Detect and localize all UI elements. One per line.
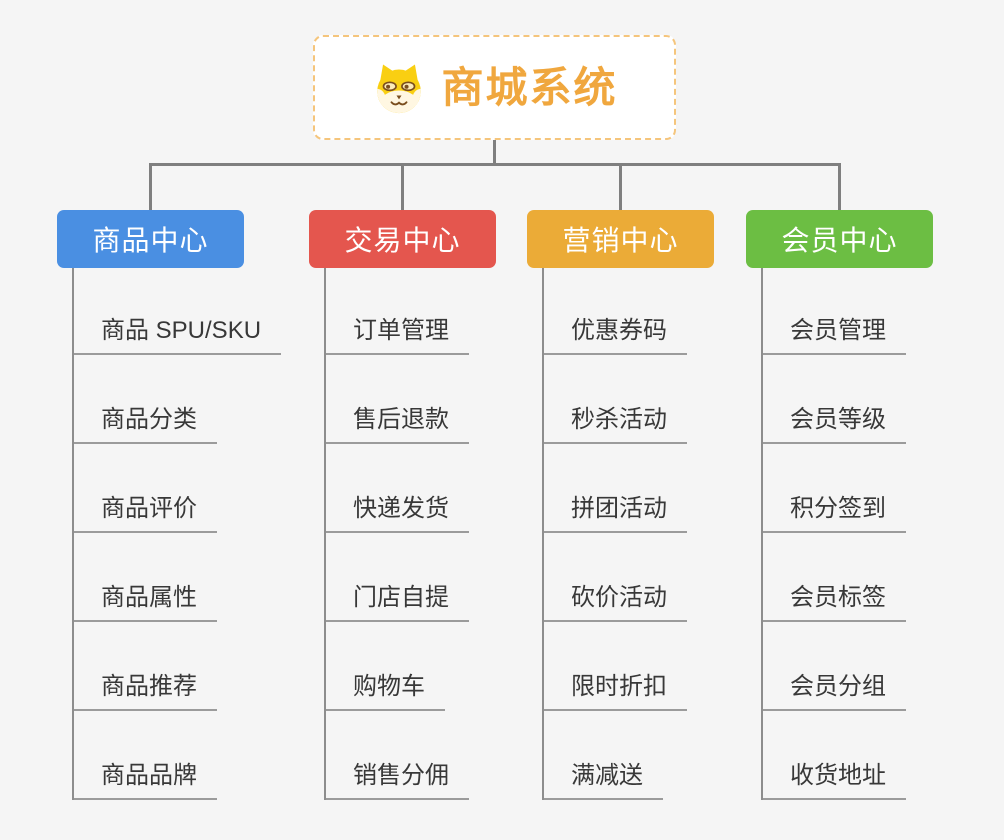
branch-label: 会员中心	[781, 225, 898, 256]
topic-row: 售后退款	[326, 355, 469, 444]
branch-node[interactable]: 营销中心	[527, 210, 714, 268]
branch-node[interactable]: 会员中心	[746, 210, 933, 268]
topic-row: 购物车	[326, 622, 469, 711]
topic-label[interactable]: 积分签到	[763, 495, 906, 533]
topic-label[interactable]: 会员管理	[763, 317, 906, 355]
topic-row: 订单管理	[326, 268, 469, 355]
branch-label: 营销中心	[562, 225, 679, 256]
topic-row: 销售分佣	[326, 711, 469, 800]
topic-label[interactable]: 秒杀活动	[544, 406, 687, 444]
topic-label[interactable]: 商品 SPU/SKU	[74, 317, 282, 355]
connector-drop-branch-3	[838, 163, 841, 210]
topic-label[interactable]: 商品品牌	[74, 762, 217, 800]
topic-row: 门店自提	[326, 533, 469, 622]
branch-node[interactable]: 商品中心	[57, 210, 244, 268]
connector-drop-branch-1	[401, 163, 404, 210]
topic-label[interactable]: 限时折扣	[544, 673, 687, 711]
topic-label[interactable]: 订单管理	[326, 317, 469, 355]
topic-label[interactable]: 会员标签	[763, 584, 906, 622]
topic-row: 商品 SPU/SKU	[74, 268, 282, 355]
branch-label: 交易中心	[344, 225, 461, 256]
topic-row: 秒杀活动	[544, 355, 687, 444]
topic-label[interactable]: 购物车	[326, 673, 445, 711]
topic-label[interactable]: 商品属性	[74, 584, 217, 622]
topic-row: 会员管理	[763, 268, 906, 355]
topic-label[interactable]: 砍价活动	[544, 584, 687, 622]
root-node[interactable]: 商城系统	[313, 35, 676, 140]
root-title: 商城系统	[441, 63, 618, 111]
topic-row: 商品品牌	[74, 711, 281, 800]
topic-label[interactable]: 快递发货	[326, 495, 469, 533]
topic-label[interactable]: 门店自提	[326, 584, 469, 622]
connector-drop-branch-2	[619, 163, 622, 210]
branch-column-0: 商品中心商品 SPU/SKU 商品分类商品评价商品属性商品推荐商品品牌	[57, 210, 282, 800]
topic-label[interactable]: 满减送	[544, 762, 663, 800]
branch-children: 会员管理会员等级积分签到会员标签会员分组收货地址	[761, 268, 906, 800]
topic-label[interactable]: 售后退款	[326, 406, 469, 444]
topic-label[interactable]: 收货地址	[763, 762, 906, 800]
topic-label[interactable]: 会员等级	[763, 406, 906, 444]
topic-row: 商品推荐	[74, 622, 281, 711]
topic-row: 优惠券码	[544, 268, 687, 355]
topic-label[interactable]: 拼团活动	[544, 495, 687, 533]
connector-root-drop	[493, 140, 496, 164]
branch-label: 商品中心	[92, 225, 209, 256]
topic-row: 限时折扣	[544, 622, 687, 711]
connector-horizontal-rail	[149, 163, 841, 166]
topic-label[interactable]: 商品分类	[74, 406, 217, 444]
topic-row: 拼团活动	[544, 444, 687, 533]
topic-label[interactable]: 商品评价	[74, 495, 217, 533]
branch-node[interactable]: 交易中心	[309, 210, 496, 268]
dog-face-icon	[371, 62, 427, 114]
branch-column-1: 交易中心订单管理售后退款快递发货门店自提购物车销售分佣	[309, 210, 496, 800]
topic-row: 收货地址	[763, 711, 906, 800]
topic-label[interactable]: 优惠券码	[544, 317, 687, 355]
topic-row: 商品属性	[74, 533, 281, 622]
connector-drop-branch-0	[149, 163, 152, 210]
branch-children: 优惠券码秒杀活动拼团活动砍价活动限时折扣满减送	[542, 268, 687, 800]
branch-column-2: 营销中心优惠券码秒杀活动拼团活动砍价活动限时折扣满减送	[527, 210, 714, 800]
topic-row: 会员标签	[763, 533, 906, 622]
topic-row: 砍价活动	[544, 533, 687, 622]
topic-row: 会员等级	[763, 355, 906, 444]
topic-label[interactable]: 销售分佣	[326, 762, 469, 800]
topic-row: 商品分类	[74, 355, 281, 444]
topic-row: 快递发货	[326, 444, 469, 533]
topic-row: 会员分组	[763, 622, 906, 711]
branch-children: 订单管理售后退款快递发货门店自提购物车销售分佣	[324, 268, 469, 800]
topic-row: 满减送	[544, 711, 687, 800]
branch-column-3: 会员中心会员管理会员等级积分签到会员标签会员分组收货地址	[746, 210, 933, 800]
branch-children: 商品 SPU/SKU 商品分类商品评价商品属性商品推荐商品品牌	[72, 268, 282, 800]
topic-row: 积分签到	[763, 444, 906, 533]
topic-row: 商品评价	[74, 444, 281, 533]
topic-label[interactable]: 商品推荐	[74, 673, 217, 711]
topic-label[interactable]: 会员分组	[763, 673, 906, 711]
